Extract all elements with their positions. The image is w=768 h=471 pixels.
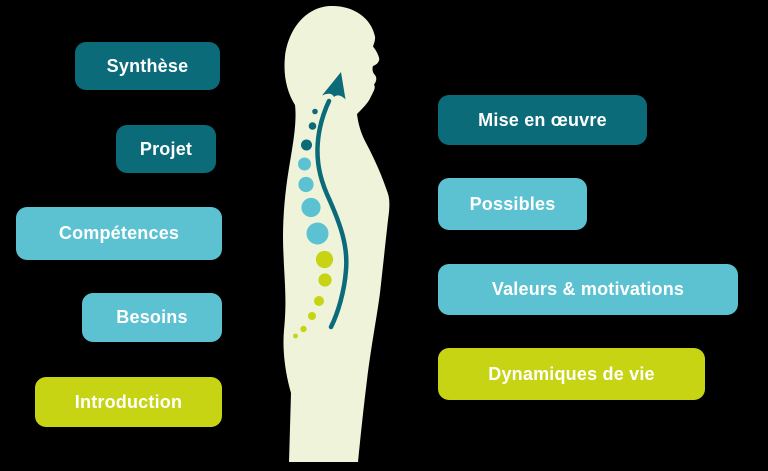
button-label: Dynamiques de vie: [488, 363, 655, 384]
nav-button-valeurs-motivations[interactable]: Valeurs & motivations: [438, 264, 738, 315]
spine-dot: [308, 122, 317, 130]
button-label: Mise en œuvre: [478, 109, 607, 130]
nav-button-possibles[interactable]: Possibles: [438, 178, 587, 230]
button-label: Compétences: [58, 223, 180, 243]
nav-button-mise-en-oeuvre[interactable]: Mise en œuvre: [438, 95, 647, 145]
spine-dot: [315, 250, 334, 269]
spine-dot: [293, 333, 298, 339]
spine-curve: [315, 98, 349, 330]
nav-button-besoins[interactable]: Besoins: [82, 293, 222, 342]
button-label: Besoins: [116, 307, 188, 327]
nav-button-competences[interactable]: Compétences: [16, 207, 222, 260]
spine-dot: [301, 197, 321, 218]
button-label: Possibles: [469, 193, 556, 214]
button-label: Synthèse: [106, 55, 189, 76]
nav-button-synthese[interactable]: Synthèse: [75, 42, 220, 90]
spine-dot: [314, 296, 324, 306]
spine-dots: [293, 108, 334, 339]
spine-dot: [298, 176, 314, 193]
spine-arrow-icon: [322, 72, 346, 100]
nav-button-projet[interactable]: Projet: [116, 125, 216, 173]
spine-dot: [318, 273, 332, 287]
nav-button-dynamiques-de-vie[interactable]: Dynamiques de vie: [438, 348, 705, 400]
button-label: Projet: [139, 138, 193, 159]
spine-dot: [301, 139, 312, 151]
button-label: Valeurs & motivations: [491, 279, 685, 299]
spine-dot: [312, 108, 318, 115]
button-label: Introduction: [74, 391, 183, 412]
spine-dot: [308, 312, 316, 320]
body-outline: [283, 5, 390, 463]
spine-dot: [298, 157, 311, 171]
spine-dot: [300, 325, 307, 333]
spine-dot: [306, 222, 329, 245]
nav-button-introduction[interactable]: Introduction: [35, 377, 222, 427]
